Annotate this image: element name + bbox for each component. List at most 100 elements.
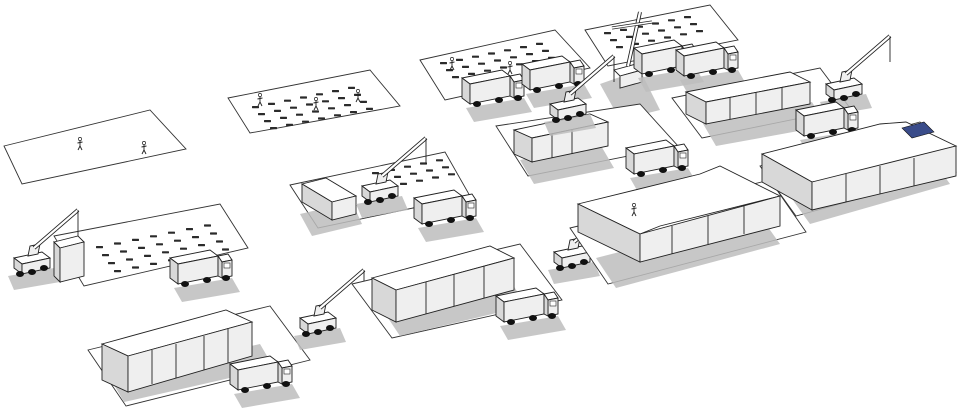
stage-11: [569, 165, 807, 288]
foundation-pad: [432, 176, 439, 179]
foundation-pad: [446, 69, 453, 72]
foundation-pad: [332, 90, 339, 93]
foundation-pad: [690, 23, 697, 26]
stage-6: [289, 136, 485, 243]
foundation-pad: [416, 179, 423, 182]
stage-5: [6, 203, 249, 303]
modules: [370, 245, 526, 336]
foundation-pad: [264, 120, 271, 123]
foundation-pad: [456, 58, 463, 61]
foundation-pad: [620, 28, 627, 31]
foundation-pad: [680, 33, 687, 36]
foundation-pad: [668, 19, 675, 22]
stage-12: [759, 121, 958, 224]
foundation-pad: [168, 231, 175, 234]
stage-8: [671, 34, 892, 155]
foundation-pad: [440, 62, 447, 65]
foundation-pad: [494, 59, 501, 62]
foundation-pad: [270, 127, 277, 130]
module: [53, 235, 85, 284]
foundation-pad: [312, 110, 319, 113]
foundation-pad: [144, 254, 151, 257]
foundation-pad: [500, 66, 507, 69]
foundation-pad: [394, 175, 401, 178]
foundation-pad: [648, 39, 655, 42]
foundation-pad: [510, 56, 517, 59]
foundation-pad: [132, 238, 139, 241]
foundation-pad: [664, 36, 671, 39]
foundation-pad: [268, 102, 275, 105]
foundation-pad: [452, 76, 459, 79]
foundation-pad: [484, 69, 491, 72]
foundation-pad: [472, 55, 479, 58]
foundation-pad: [462, 65, 469, 68]
foundation-pad: [180, 247, 187, 250]
foundation-pad: [360, 100, 367, 103]
delivery-truck: [495, 287, 567, 341]
foundation-pad: [610, 39, 617, 42]
foundation-pad: [616, 46, 623, 49]
foundation-pad: [114, 270, 121, 273]
foundation-pad: [302, 120, 309, 123]
foundation-pad: [658, 29, 665, 32]
foundation-pad: [126, 258, 133, 261]
modules: [760, 121, 958, 224]
delivery-truck: [461, 69, 533, 123]
foundation-pad: [604, 32, 611, 35]
foundation-pad: [156, 243, 163, 246]
foundation-pad: [652, 22, 659, 25]
delivery-truck: [413, 189, 485, 243]
foundation-pad: [674, 26, 681, 29]
mobile-crane: [292, 268, 366, 352]
foundation-pad: [150, 235, 157, 238]
modules: [100, 309, 274, 402]
foundation-pad: [286, 123, 293, 126]
foundation-pad: [338, 97, 345, 100]
stage-2: [227, 69, 401, 134]
foundation-pad: [204, 224, 211, 227]
foundation-pad: [114, 242, 121, 245]
foundation-pad: [404, 165, 411, 168]
foundation-pad: [366, 107, 373, 110]
foundation-pad: [198, 244, 205, 247]
foundation-pad: [442, 166, 449, 169]
foundation-pad: [334, 114, 341, 117]
foundation-pad: [108, 262, 115, 265]
delivery-truck: [229, 355, 301, 409]
foundation-pad: [436, 159, 443, 162]
foundation-pad: [150, 262, 157, 265]
foundation-pad: [328, 107, 335, 110]
foundation-pad: [210, 232, 217, 235]
foundation-pad: [526, 53, 533, 56]
foundation-pad: [296, 113, 303, 116]
modules: [576, 165, 782, 288]
foundation-pad: [102, 254, 109, 257]
foundation-pad: [132, 266, 139, 269]
foundation-pad: [350, 111, 357, 114]
foundation-pad: [284, 99, 291, 102]
foundation-pad: [222, 248, 229, 251]
stage-3: [419, 29, 593, 123]
foundation-pad: [216, 240, 223, 243]
site-slab: [584, 4, 739, 67]
foundation-pad: [300, 96, 307, 99]
solar-panels: [901, 121, 935, 139]
foundation-pad: [626, 35, 633, 38]
foundation-pad: [426, 169, 433, 172]
foundation-pad: [186, 228, 193, 231]
foundation-pad: [344, 104, 351, 107]
foundation-pad: [306, 103, 313, 106]
modules: [684, 71, 826, 146]
foundation-pad: [120, 250, 127, 253]
foundation-pad: [536, 42, 543, 45]
stage-9: [87, 268, 366, 409]
foundation-pad: [138, 246, 145, 249]
stage-10: [351, 202, 620, 341]
foundation-pad: [280, 116, 287, 119]
foundation-pad: [448, 173, 455, 176]
foundation-pad: [316, 93, 323, 96]
foundation-pad: [684, 16, 691, 19]
foundation-pad: [192, 236, 199, 239]
foundation-pad: [96, 246, 103, 249]
